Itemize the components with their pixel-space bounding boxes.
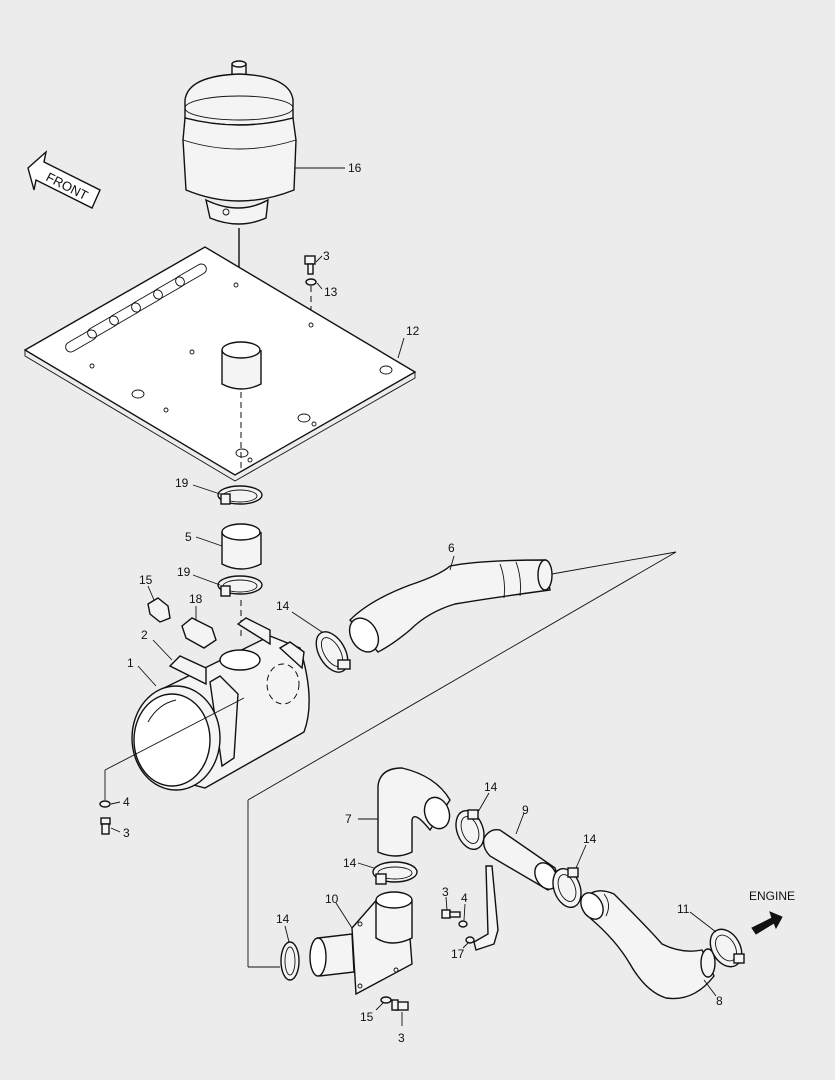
hose-clamp-14-b (455, 792, 490, 851)
hose-clamp-19-lower (192, 574, 263, 640)
callout-1: 1 (127, 656, 134, 670)
pipe-part-9 (473, 812, 558, 951)
sleeve-part-5 (195, 523, 262, 570)
callout-19-lower: 19 (177, 565, 191, 579)
callout-14-e: 14 (276, 912, 290, 926)
callout-7: 7 (345, 812, 352, 826)
callout-12: 12 (406, 324, 420, 338)
callout-6: 6 (448, 541, 455, 555)
fitting-part-15-upper (147, 585, 171, 623)
pre-cleaner-part-16 (182, 60, 345, 345)
elbow-pipe-part-7 (358, 767, 451, 857)
callout-15-bottom: 15 (360, 1010, 374, 1024)
hose-clamp-14-a (291, 611, 351, 673)
callout-2: 2 (141, 628, 148, 642)
leader-guide-line-a (247, 551, 677, 801)
callout-4-middle: 4 (461, 891, 468, 905)
plate-slots (65, 263, 207, 353)
mounting-plate-part-12 (23, 246, 417, 482)
callout-14-a: 14 (276, 599, 290, 613)
callout-3-left: 3 (123, 826, 130, 840)
callout-14-d: 14 (343, 856, 357, 870)
fasteners-bottom (375, 996, 409, 1026)
hose-clamp-14-e (280, 925, 300, 981)
callout-3-bottom: 3 (398, 1031, 405, 1045)
callout-5: 5 (185, 530, 192, 544)
callout-3-middle: 3 (442, 885, 449, 899)
callout-16: 16 (348, 161, 362, 175)
hose-clamp-14-d (357, 861, 418, 885)
front-direction-arrow: FRONT (27, 150, 101, 209)
callout-4-left: 4 (123, 795, 130, 809)
callout-10: 10 (325, 892, 339, 906)
callout-13: 13 (324, 285, 338, 299)
hose-clamp-19-upper (192, 484, 263, 505)
callout-14-b: 14 (484, 780, 498, 794)
callout-9: 9 (522, 803, 529, 817)
callout-15-upper: 15 (139, 573, 153, 587)
intake-hose-part-6 (348, 551, 677, 653)
callout-11: 11 (677, 902, 690, 916)
engine-label: ENGINE (749, 889, 795, 903)
bolt-3-top (304, 255, 323, 322)
callout-8: 8 (716, 994, 723, 1008)
air-cleaner-body-part-1 (104, 617, 310, 791)
engine-direction-arrow: ENGINE (749, 889, 795, 935)
elbow-bracket-part-10 (309, 891, 413, 996)
callout-14-c: 14 (583, 832, 597, 846)
indicator-part-18 (181, 606, 217, 649)
callout-19-upper: 19 (175, 476, 189, 490)
washer-bolt-left (99, 770, 121, 835)
callout-17: 17 (451, 947, 465, 961)
fasteners-middle (441, 896, 475, 949)
engine-hose-part-8 (580, 890, 717, 1000)
callout-3-top: 3 (323, 249, 330, 263)
hose-clamp-14-c (552, 844, 587, 909)
hose-clamp-part-11 (689, 911, 745, 968)
callout-18: 18 (189, 592, 203, 606)
